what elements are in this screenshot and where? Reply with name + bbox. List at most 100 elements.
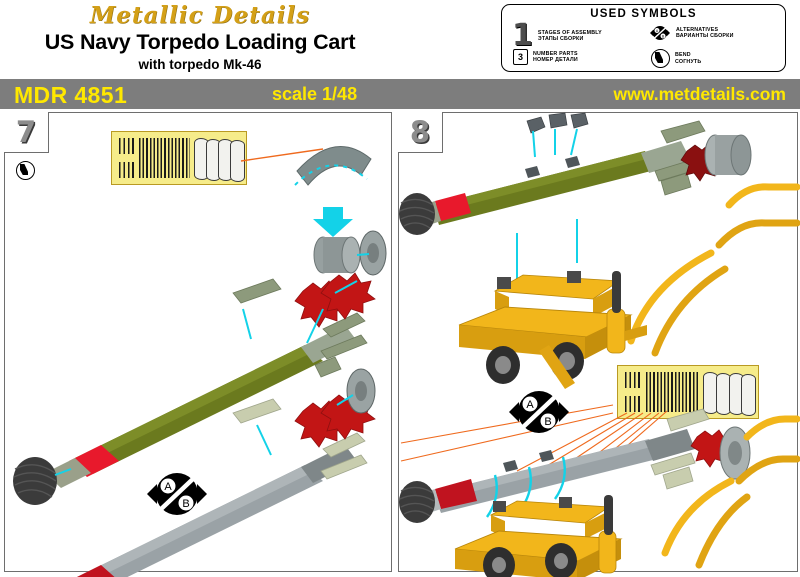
torpedo-body-highlight [75,345,311,466]
legend-item-bend: BEND СОГНУТЬ [651,49,701,68]
cart-bracket [625,325,647,341]
panel-7-artwork: A B [13,146,387,577]
hydraulic-cylinder [606,308,626,354]
used-symbols-legend: USED SYMBOLS 1 STAGES OF ASSEMBLY ЭТАПЫ … [501,4,786,72]
tail-cone [645,429,695,461]
cart-cradle-side [585,511,609,539]
tail-fin [320,334,368,360]
assembly-guide-line [54,468,72,476]
assembly-guide-line [306,308,324,344]
bend-icon [651,49,670,68]
cradle-pad [497,277,511,289]
hydraulic-cylinder [598,530,617,574]
cradle-pad [567,271,581,283]
panel-8-artwork: A B [399,112,800,577]
cart-cradle [489,500,611,524]
legend-item-alternatives: A B ALTERNATIVES ВАРИАНТЫ СБОРКИ [649,24,734,42]
svg-text:B: B [182,498,189,510]
panel-step-7: 7 [4,112,392,577]
torpedo-variant-b-assembly [399,408,800,569]
assembly-guide-line [554,456,566,500]
cart-wheel-hub [492,557,506,573]
tail-fin [314,356,342,378]
fret-sprue-bars [118,138,135,154]
cart-rail [695,493,751,569]
tail-shroud-hub [355,381,367,401]
sheet-header: Metallic Details US Navy Torpedo Loading… [0,0,800,79]
page-subtitle: with torpedo Mk-46 [138,57,262,72]
cart-wheel-hub [495,356,511,374]
tail-cone [301,445,357,483]
body-lug [525,166,540,178]
page-title: US Navy Torpedo Loading Cart [44,30,356,54]
alternatives-icon: A B [650,26,670,40]
step-number-badge-8: 8 [398,112,443,153]
svg-text:A: A [656,29,659,33]
fret-sprue-bars [646,372,700,412]
warhead-band [77,565,115,577]
used-symbols-title: USED SYMBOLS [590,8,697,20]
clamp-parts [526,112,589,134]
cart-rail [661,477,735,557]
cart-rail [725,183,800,209]
cart-strut [539,345,575,389]
cradle-pad [559,497,572,508]
cradle-pad [493,501,506,512]
assembly-guide-line [334,280,358,294]
tail-fin [660,120,706,144]
tail-fin [650,452,696,476]
svg-text:A: A [526,399,534,411]
assembly-guide-line [356,253,370,256]
cart-handle [604,495,613,535]
legend-bend-ru: СОГНУТЬ [675,58,702,65]
detached-fin-part [232,278,282,304]
cart-rail [651,265,729,357]
tail-fin [320,454,368,480]
brand-logo: Metallic Details [89,2,311,29]
fret-sprue-bars [625,372,642,388]
alternatives-icon: A B [509,391,569,433]
fret-sprue-bars [138,138,190,178]
bend-guide-arrow [294,164,368,186]
tail-cone [301,325,357,363]
bend-icon [16,161,35,180]
legend-alt-ru: ВАРИАНТЫ СБОРКИ [676,33,734,39]
svg-text:B: B [544,416,551,428]
body-lug [565,156,580,168]
fret-sprue-bars [118,162,135,178]
cart-rail [743,415,800,441]
torpedo-body-highlight [433,439,651,501]
alternatives-icon: A B [147,473,207,515]
torpedo-loading-cart-upper [458,271,647,389]
svg-text:A: A [164,481,172,493]
torpedo-loading-cart-lower [454,495,623,577]
cart-rail [715,219,800,249]
warhead-band [435,193,471,221]
assembly-guide-line [570,128,578,156]
tail-cone [641,141,691,173]
kit-code: MDR 4851 [14,82,128,108]
nose-cap-ribs [399,486,435,517]
website-link[interactable]: www.metdetails.com [613,84,786,104]
fret-sprue-bars [625,396,642,412]
assembly-guide-line [256,424,272,456]
legend-bend-en: BEND [675,52,691,59]
assembly-arrow [313,207,353,237]
tail-fin [660,172,692,196]
legend-part-ru: НОМЕР ДЕТАЛИ [533,57,578,63]
torpedo-variant-a-assembly [399,112,800,357]
scale-label: scale 1/48 [272,84,358,104]
panel-step-8: 8 [398,112,800,577]
legend-part-en: NUMBER PARTS [533,50,578,57]
assembly-guide-line [242,308,252,340]
cart-handle [612,271,621,313]
svg-text:B: B [662,35,665,39]
tail-fin [666,408,710,432]
assembly-guide-line [336,394,354,406]
fret-blade-part [741,373,757,416]
photo-etch-fret [111,131,247,185]
torpedo-variant-b [77,368,376,577]
torpedo-body-highlight [77,465,311,577]
leader-line [240,148,324,162]
